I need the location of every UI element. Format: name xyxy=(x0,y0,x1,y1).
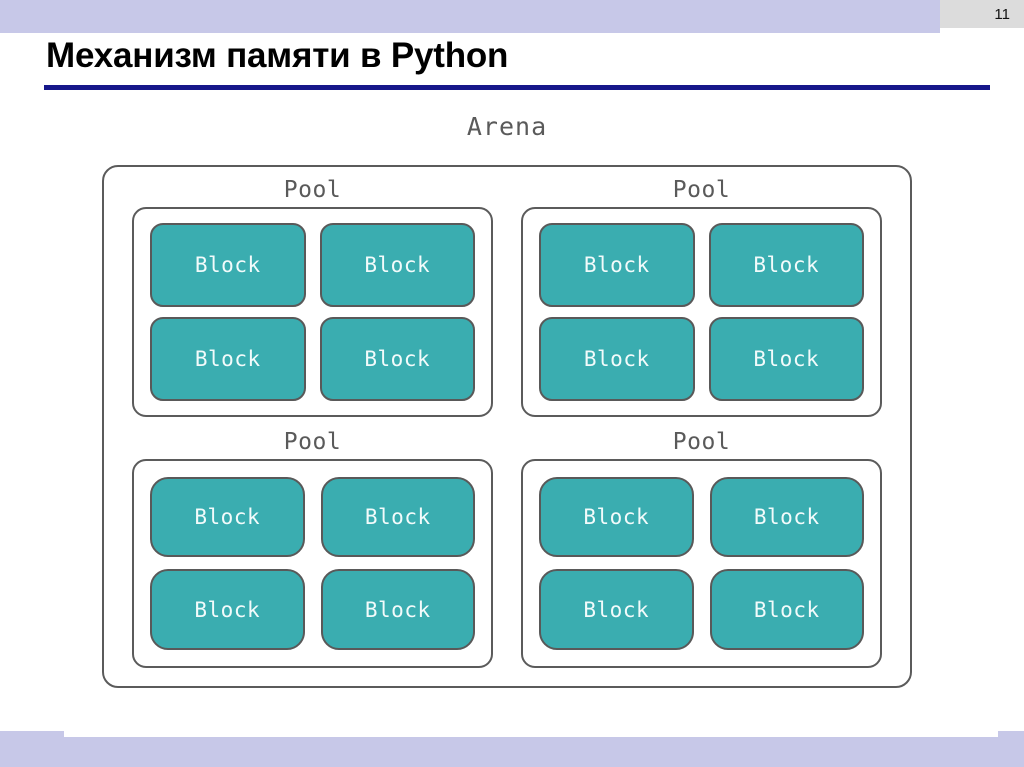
memory-block: Block xyxy=(150,476,305,558)
memory-block: Block xyxy=(319,223,475,307)
pool-label: Pool xyxy=(283,428,342,455)
memory-block: Block xyxy=(709,569,864,650)
memory-block: Block xyxy=(539,223,695,307)
memory-block: Block xyxy=(708,316,864,401)
bottom-band-notch xyxy=(64,731,1024,737)
arena-label: Arena xyxy=(466,112,548,141)
pool-label: Pool xyxy=(672,428,731,455)
memory-block: Block xyxy=(150,223,306,307)
bottom-band-left-tab xyxy=(0,731,64,737)
pool-container: Block Block Block Block xyxy=(132,207,493,417)
memory-block: Block xyxy=(320,476,475,558)
pool-container: Block Block Block Block xyxy=(521,458,882,668)
top-decoration-band xyxy=(0,0,940,33)
memory-block: Block xyxy=(708,223,864,307)
pool-container: Block Block Block Block xyxy=(132,458,493,668)
pool-label: Pool xyxy=(283,177,342,203)
pool-grid: Pool Block Block Block Block Pool Block … xyxy=(104,167,910,686)
pool-cell-2: Pool Block Block Block Block xyxy=(507,173,896,425)
pool-cell-1: Pool Block Block Block Block xyxy=(118,173,507,425)
pool-container: Block Block Block Block xyxy=(521,207,882,417)
pool-cell-4: Pool Block Block Block Block xyxy=(507,425,896,677)
memory-block: Block xyxy=(709,476,864,558)
memory-block: Block xyxy=(319,316,475,401)
page-number-box: 11 xyxy=(940,0,1024,28)
title-underline-rule xyxy=(44,85,990,90)
bottom-decoration-band xyxy=(0,737,1024,767)
memory-block: Block xyxy=(150,316,306,401)
bottom-band-right-tab xyxy=(998,731,1024,737)
pool-cell-3: Pool Block Block Block Block xyxy=(118,425,507,677)
pool-label: Pool xyxy=(672,177,731,203)
arena-container: Pool Block Block Block Block Pool Block … xyxy=(102,165,912,688)
memory-block: Block xyxy=(539,569,694,650)
page-title: Механизм памяти в Python xyxy=(46,36,509,75)
memory-block: Block xyxy=(150,569,305,650)
memory-block: Block xyxy=(539,476,694,558)
page-number: 11 xyxy=(994,5,1010,23)
memory-model-diagram: Arena Pool Block Block Block Block Pool … xyxy=(0,100,1024,710)
memory-block: Block xyxy=(320,569,475,650)
memory-block: Block xyxy=(539,316,695,401)
